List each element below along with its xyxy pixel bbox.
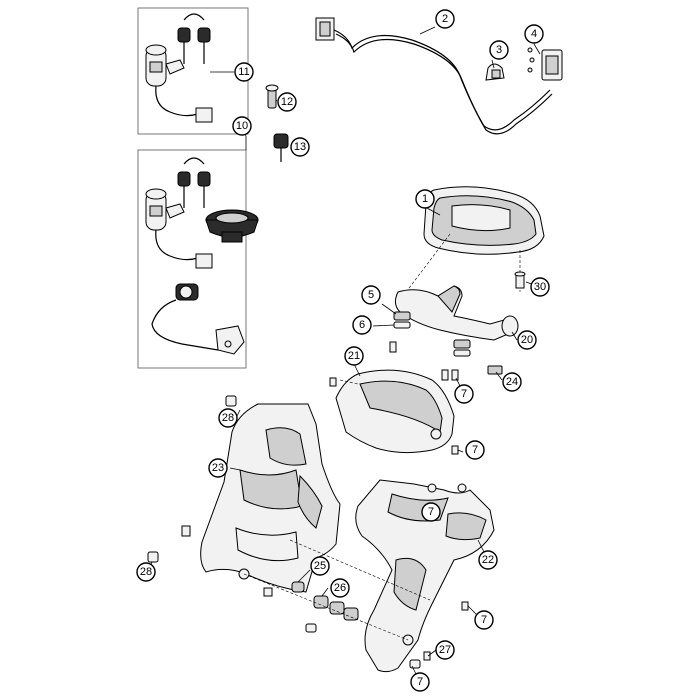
callout-7-bottom: 7 [410,672,430,692]
callout-7-windshield: 7 [465,440,485,460]
svg-text:12: 12 [281,96,293,108]
svg-text:25: 25 [314,560,326,572]
svg-text:6: 6 [359,319,365,331]
lock-and-cap-set-10 [137,136,259,369]
callout-10: 10 [232,116,252,136]
callout-26: 26 [330,578,350,598]
part-2-wire-harness [315,17,553,135]
part-26-nut [305,595,359,633]
lock-cylinder-top [145,44,167,56]
svg-text:22: 22 [482,554,494,566]
part-5-damper [393,311,471,349]
part-1-instrument-cluster [399,186,545,301]
svg-text:28: 28 [140,566,152,578]
seat-lock-cable [151,283,245,355]
callout-13: 13 [290,137,310,157]
svg-text:1: 1 [422,193,428,205]
callout-2: 2 [435,9,455,29]
svg-text:24: 24 [506,376,518,388]
instrument-bracket [394,285,519,341]
lock-connector-10 [195,253,213,269]
callout-23: 23 [208,458,228,478]
callout-27: 27 [435,640,455,660]
callout-28-top: 28 [218,408,238,428]
callout-11: 11 [234,62,254,82]
harness-cable [333,29,551,131]
svg-text:4: 4 [531,28,537,40]
lock-wire [155,85,199,117]
callout-6: 6 [352,315,372,335]
callout-7-fairing-right: 7 [474,610,494,630]
key-pair-10 [177,157,211,208]
svg-text:7: 7 [481,614,487,626]
lock-cylinder-band [149,61,163,73]
ignition-lock-set-11 [137,7,249,135]
part-13-key [273,133,289,162]
part-21-windshield [335,369,455,454]
svg-text:5: 5 [368,289,374,301]
callouts: 1 2 3 4 5 6 7 7 7 7 7 10 11 12 13 20 21 … [136,9,550,692]
callout-12: 12 [277,92,297,112]
part-30-stud [514,271,526,289]
svg-text:11: 11 [238,66,249,78]
lock-tab [165,59,185,75]
svg-text:10: 10 [236,120,248,132]
part-6-washer [393,321,471,357]
tank-cap [205,209,259,243]
callout-7-bracket: 7 [454,384,474,404]
callout-4: 4 [524,24,544,44]
part-12-bolt [265,84,279,109]
part-25-grommet [291,581,305,593]
svg-text:3: 3 [496,44,502,56]
svg-text:27: 27 [439,644,451,656]
assembly-lines [243,379,431,641]
group-10-frame [137,149,247,369]
svg-text:7: 7 [428,506,434,518]
lock-connector [195,107,213,123]
callout-5: 5 [361,285,381,305]
bracket-screws [329,341,459,387]
callout-24: 24 [502,372,522,392]
callout-1: 1 [415,189,435,209]
callout-28-bottom: 28 [136,562,156,582]
key-pair-11 [177,13,211,64]
svg-text:7: 7 [472,444,478,456]
part-23-left-fairing [200,403,341,597]
part-22-right-fairing [355,479,495,673]
svg-text:26: 26 [334,582,346,594]
left-fasteners [147,395,237,563]
svg-text:2: 2 [442,13,448,25]
part-3-clip [485,63,505,81]
part-4-sensor [527,47,563,81]
callout-22: 22 [478,550,498,570]
svg-text:7: 7 [461,388,467,400]
svg-text:30: 30 [534,281,546,293]
callout-30: 30 [530,277,550,297]
callout-7-fairing-top: 7 [421,502,441,522]
svg-text:7: 7 [417,676,423,688]
svg-text:13: 13 [294,141,306,153]
svg-text:23: 23 [212,462,224,474]
part-24-clip [487,365,503,375]
lock-wire-10 [155,229,199,261]
svg-text:28: 28 [222,412,234,424]
callout-21: 21 [344,346,364,366]
callout-3: 3 [489,40,509,60]
callout-20: 20 [517,330,537,350]
callout-25: 25 [310,556,330,576]
svg-text:21: 21 [348,350,360,362]
svg-text:20: 20 [521,334,533,346]
